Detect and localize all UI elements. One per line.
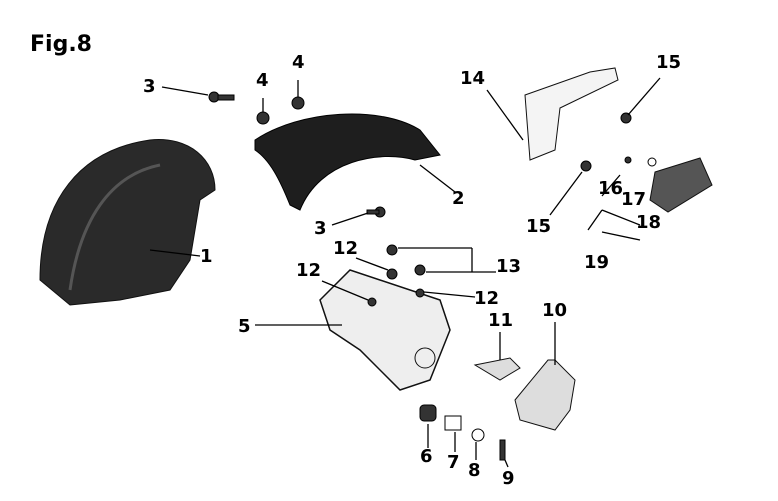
hardware [208, 91, 657, 461]
part-10-side-cover [514, 359, 576, 431]
part-2-rear-fender [254, 113, 441, 211]
callout-12: 12 [474, 288, 500, 309]
callout-12: 12 [296, 260, 322, 281]
callout-15: 15 [526, 216, 552, 237]
callout-19: 19 [584, 252, 610, 273]
figure-title: Fig.8 [30, 32, 92, 57]
callout-8: 8 [468, 460, 481, 481]
callout-3: 3 [314, 218, 327, 239]
callout-6: 6 [420, 446, 433, 467]
part-18-reflector [649, 157, 713, 213]
part-14-plate-bracket [524, 67, 619, 161]
callout-13: 13 [496, 256, 522, 277]
callout-10: 10 [542, 300, 568, 321]
part-1-inner-fender [39, 139, 216, 306]
callout-15: 15 [656, 52, 682, 73]
callout-4: 4 [292, 52, 305, 73]
callout-3: 3 [143, 76, 156, 97]
part-11-plate [473, 357, 521, 381]
callout-7: 7 [447, 452, 460, 473]
callout-1: 1 [200, 246, 213, 267]
callout-14: 14 [460, 68, 486, 89]
callout-16: 16 [598, 178, 624, 199]
callout-12: 12 [333, 238, 359, 259]
callout-17: 17 [621, 189, 647, 210]
callout-4: 4 [256, 70, 269, 91]
callout-2: 2 [452, 188, 465, 209]
callout-9: 9 [502, 468, 515, 489]
callout-5: 5 [238, 316, 251, 337]
callout-18: 18 [636, 212, 662, 233]
callout-11: 11 [488, 310, 514, 331]
part-5-bracket [319, 269, 451, 391]
leader-lines [149, 77, 661, 468]
